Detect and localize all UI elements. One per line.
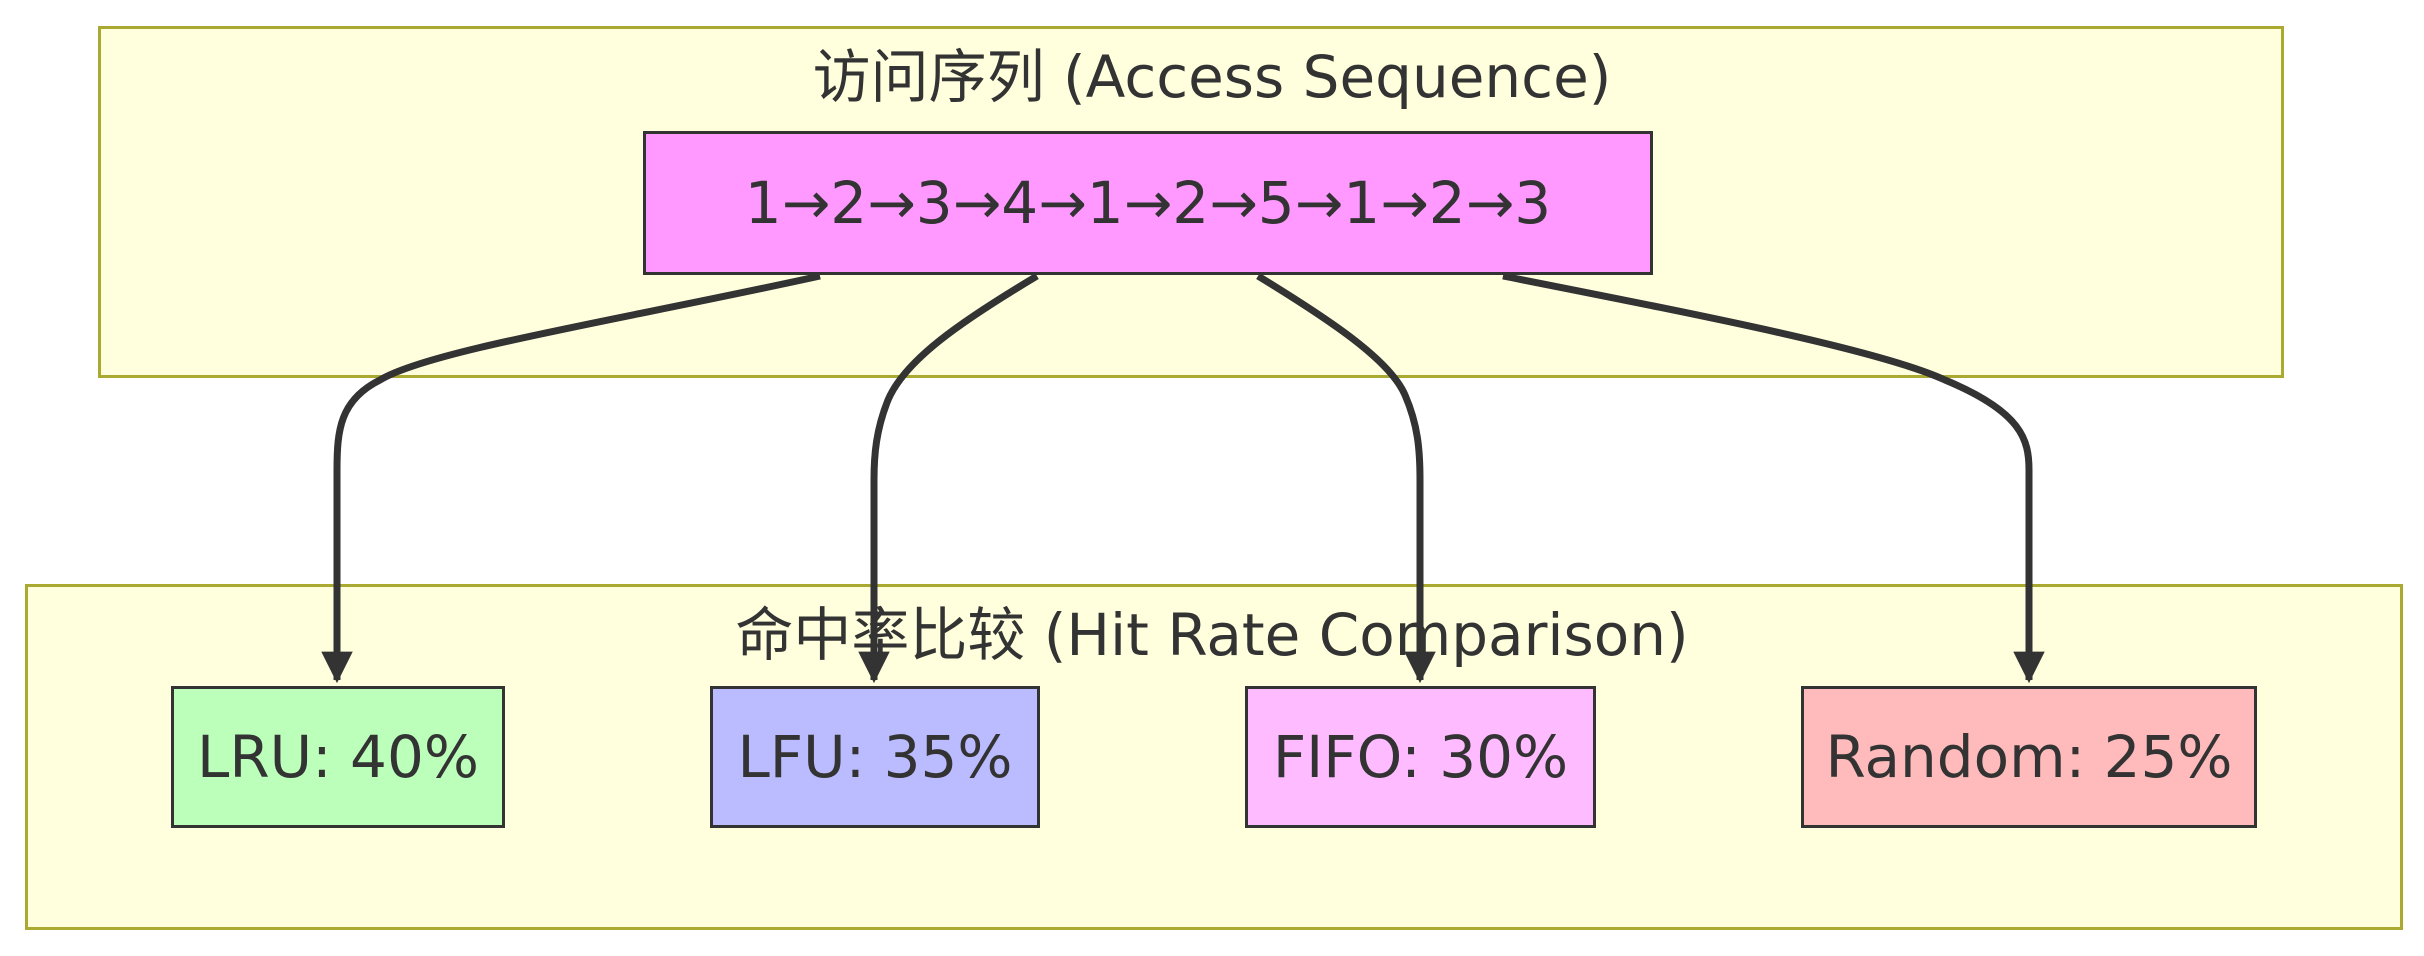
- node-random: Random: 25%: [1801, 686, 2257, 828]
- node-lfu: LFU: 35%: [710, 686, 1040, 828]
- node-access-sequence: 1→2→3→4→1→2→5→1→2→3: [643, 131, 1653, 275]
- cluster-title-hit-rate-comparison: 命中率比较 (Hit Rate Comparison): [735, 601, 1689, 669]
- cluster-title-access-sequence: 访问序列 (Access Sequence): [812, 43, 1612, 111]
- node-fifo: FIFO: 30%: [1245, 686, 1596, 828]
- node-lru: LRU: 40%: [171, 686, 505, 828]
